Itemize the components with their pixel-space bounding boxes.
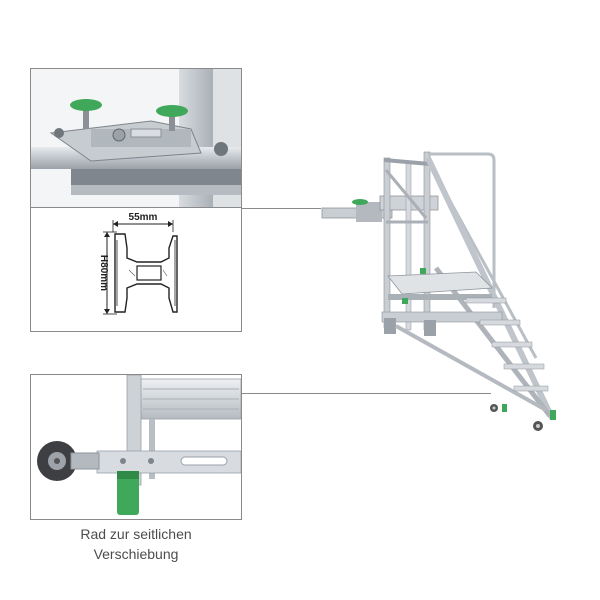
wheel-caption: Rad zur seitlichen Verschiebung [30,524,242,564]
profile-section-panel: 55mm H80mm [30,207,242,332]
leader-line-wheel [241,393,491,394]
green-knob-right-icon [156,105,188,117]
clamp-detail-image [31,69,241,208]
wheel-detail-panel [30,374,242,520]
leader-line-clamp [241,208,321,209]
profile-section-drawing: 55mm H80mm [98,212,178,315]
caption-line-1: Rad zur seitlichen [80,526,192,542]
wheel-detail-image [31,375,241,519]
clamp-detail-panel [30,68,242,209]
profile-width-label: 55mm [129,212,158,223]
green-handle-icon [117,471,139,515]
ladder-image [321,151,556,431]
profile-height-label: H80mm [98,255,109,291]
ladder-illustration [316,148,566,440]
green-knob-left-icon [70,99,102,111]
caption-line-2: Verschiebung [93,546,179,562]
